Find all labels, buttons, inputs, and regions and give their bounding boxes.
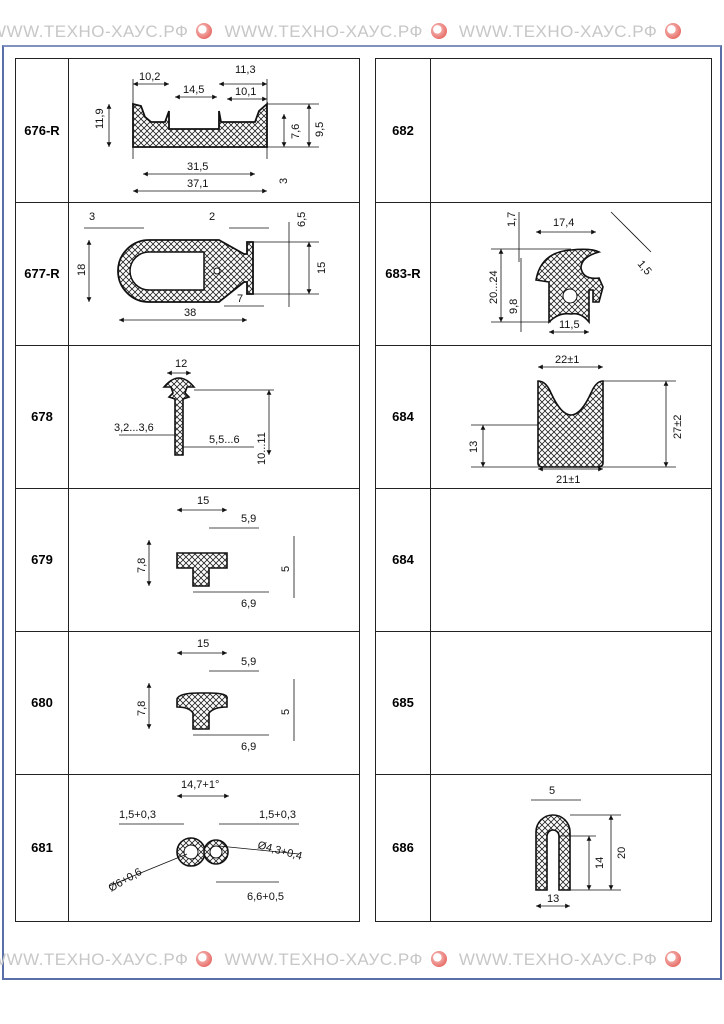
dimension-label: 20...24 xyxy=(488,270,500,304)
dimension-label: 15 xyxy=(316,262,328,274)
dimension-label: 6,6+0,5 xyxy=(247,891,284,903)
watermark-logo-icon xyxy=(196,23,213,39)
profile-code: 683-R xyxy=(376,202,431,345)
table-row: 685 xyxy=(376,631,711,775)
dimension-label: 17,4 xyxy=(553,217,574,229)
dimension-label: 15 xyxy=(197,638,209,650)
profile-drawing: 22±1 27±2 13 21±1 xyxy=(431,345,711,488)
profile-code: 682 xyxy=(376,59,431,202)
dimension-label: 6,9 xyxy=(241,741,256,753)
dimension-label: 5 xyxy=(280,566,292,572)
dimension-label: 11,9 xyxy=(94,108,106,129)
dimension-label: 5,9 xyxy=(241,656,256,668)
dimension-label: 5,5...6 xyxy=(209,434,240,446)
profile-code: 678 xyxy=(16,345,69,488)
dimension-label: 22±1 xyxy=(555,354,579,366)
table-row: 677-R 3 2 6,5 18 15 7 38 xyxy=(16,202,359,346)
dimension-label: 7,8 xyxy=(136,701,148,716)
watermark-row: WWW.ТЕХНО-ХАУС.РФ WWW.ТЕХНО-ХАУС.РФ WWW.ТЕ… xyxy=(0,22,693,42)
dimension-label: 13 xyxy=(547,893,559,905)
dimension-label: 10,1 xyxy=(235,86,256,98)
profile-drawing xyxy=(431,488,711,631)
profile-drawing xyxy=(431,59,711,202)
dimension-label: 38 xyxy=(184,307,196,319)
profile-drawing: 10,2 14,5 11,3 10,1 11,9 7,6 9,5 31,5 37… xyxy=(69,59,359,202)
profile-code: 676-R xyxy=(16,59,69,202)
table-row: 683-R 1,7 17,4 1,5 20...24 9,8 11,5 xyxy=(376,202,711,346)
table-row: 676-R 10,2 14,5 11,3 10,1 11,9 7,6 9,5 3… xyxy=(16,59,359,203)
table-row: 680 15 5,9 7,8 5 6,9 xyxy=(16,631,359,775)
dimension-label: 5,9 xyxy=(241,513,256,525)
dimension-label: 11,3 xyxy=(235,64,256,76)
profile-code: 686 xyxy=(376,774,431,921)
profile-code: 684 xyxy=(376,488,431,631)
watermark-logo-icon xyxy=(665,23,682,39)
watermark-text: WWW.ТЕХНО-ХАУС.РФ xyxy=(0,22,189,41)
dimension-label: 7 xyxy=(237,293,243,305)
table-row: 684 22±1 27±2 13 21±1 xyxy=(376,345,711,489)
dimension-label: 9,8 xyxy=(508,299,520,314)
dimension-label: 3 xyxy=(278,178,290,184)
watermark-text: WWW.ТЕХНО-ХАУС.РФ xyxy=(224,22,423,41)
dimension-label: 20 xyxy=(616,847,628,859)
watermark-logo-icon xyxy=(430,23,447,39)
profile-code: 680 xyxy=(16,631,69,774)
profile-drawing: 3 2 6,5 18 15 7 38 xyxy=(69,202,359,345)
profile-code: 684 xyxy=(376,345,431,488)
dimension-label: 1,5+0,3 xyxy=(119,809,156,821)
dimension-label: 1,5 xyxy=(635,258,654,277)
dimension-label: 7,8 xyxy=(136,558,148,573)
profiles-table-right: 682 683-R 1,7 17,4 1,5 20...24 9,8 11,5 … xyxy=(375,58,712,922)
table-row: 682 xyxy=(376,59,711,203)
dimension-label: 6,5 xyxy=(296,212,308,227)
dimension-label: 6,9 xyxy=(241,598,256,610)
dimension-label: 31,5 xyxy=(187,161,208,173)
dimension-label: 10,2 xyxy=(139,71,160,83)
dimension-label: 5 xyxy=(280,709,292,715)
profile-code: 685 xyxy=(376,631,431,774)
dimension-label: 10...11 xyxy=(256,432,268,465)
dimension-label: 3,2...3,6 xyxy=(114,422,154,434)
dimension-label: 7,6 xyxy=(290,124,302,139)
dimension-label: 13 xyxy=(468,441,480,453)
dimension-label: 1,5+0,3 xyxy=(259,809,296,821)
dimension-label: Ø4,3+0,4 xyxy=(256,839,303,862)
dimension-label: 2 xyxy=(209,211,215,223)
table-row: 679 15 5,9 7,8 5 6,9 xyxy=(16,488,359,632)
profile-drawing: 15 5,9 7,8 5 6,9 xyxy=(69,631,359,774)
dimension-label: 3 xyxy=(89,211,95,223)
dimension-label: 18 xyxy=(76,264,88,276)
profile-drawing xyxy=(431,631,711,774)
profile-code: 679 xyxy=(16,488,69,631)
profile-drawing: 5 14 20 13 xyxy=(431,774,711,921)
dimension-label: 27±2 xyxy=(672,415,684,439)
dimension-label: 5 xyxy=(549,785,555,797)
dimension-label: 14,5 xyxy=(183,84,204,96)
page-frame xyxy=(2,45,722,980)
profiles-table-left: 676-R 10,2 14,5 11,3 10,1 11,9 7,6 9,5 3… xyxy=(15,58,360,922)
dimension-label: 21±1 xyxy=(556,474,580,486)
table-row: 684 xyxy=(376,488,711,632)
dimension-label: 37,1 xyxy=(187,178,208,190)
dimension-label: 15 xyxy=(197,495,209,507)
dimension-label: 9,5 xyxy=(314,122,326,137)
dimension-label: 14,7+1° xyxy=(181,779,219,791)
watermark-text: WWW.ТЕХНО-ХАУС.РФ xyxy=(458,22,658,41)
dimension-label: 1,7 xyxy=(506,212,518,227)
profile-drawing: 15 5,9 7,8 5 6,9 xyxy=(69,488,359,631)
profile-code: 677-R xyxy=(16,202,69,345)
profile-drawing: 14,7+1° 1,5+0,3 1,5+0,3 Ø4,3+0,4 Ø6+0,6 … xyxy=(69,774,359,921)
dimension-label: Ø6+0,6 xyxy=(107,866,145,895)
table-row: 678 12 3,2...3,6 5,5...6 10...11 xyxy=(16,345,359,489)
dimension-label: 12 xyxy=(175,358,187,370)
dimension-label: 14 xyxy=(594,857,606,869)
profile-drawing: 1,7 17,4 1,5 20...24 9,8 11,5 xyxy=(431,202,711,345)
profile-code: 681 xyxy=(16,774,69,921)
table-row: 681 14,7+1° 1,5+0,3 1,5+0,3 Ø4,3+0,4 Ø6+… xyxy=(16,774,359,921)
profile-drawing: 12 3,2...3,6 5,5...6 10...11 xyxy=(69,345,359,488)
dimension-label: 11,5 xyxy=(559,319,580,331)
table-row: 686 5 14 20 13 xyxy=(376,774,711,921)
